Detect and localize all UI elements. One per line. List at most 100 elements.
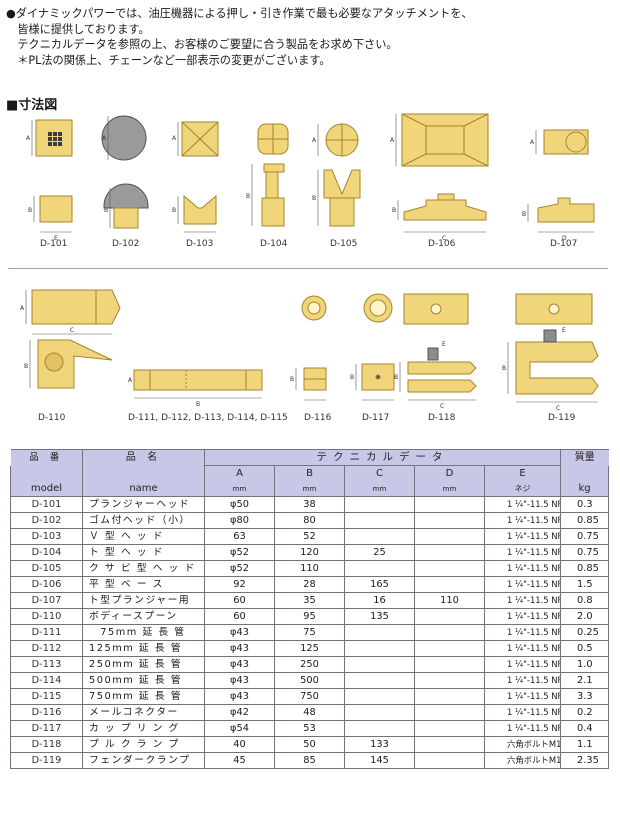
cell-b: 85	[274, 752, 345, 769]
cell-b: 95	[274, 608, 345, 625]
dim-letter: B	[312, 195, 316, 202]
cell-name: ト 型 ヘ ッ ド	[82, 544, 205, 561]
cell-d	[414, 688, 485, 705]
dim-letter: B	[522, 211, 526, 218]
cell-model: D-118	[10, 736, 83, 753]
cell-e: 1 ¼"-11.5 NPT	[483, 656, 562, 673]
part-label-d103: D-103	[186, 239, 214, 249]
cell-a: 60	[204, 592, 275, 609]
cell-e: 1 ¼"-11.5 NPT	[483, 672, 562, 689]
cell-name: 75mm 延 長 管	[82, 624, 205, 641]
cell-name: 250mm 延 長 管	[82, 656, 205, 673]
cell-e: 1 ¼"-11.5 NPT	[483, 704, 562, 721]
dim-letter: A	[128, 377, 133, 384]
header-technical-data: テクニカルデータ	[203, 449, 562, 466]
cell-d	[414, 672, 485, 689]
header-model-jp: 品 番	[10, 449, 83, 466]
cell-b: 28	[274, 576, 345, 593]
cell-a: φ52	[204, 544, 275, 561]
bolt-icon	[543, 329, 557, 343]
d105-wedge	[323, 169, 361, 199]
header-model: model	[10, 481, 83, 497]
part-label-d104: D-104	[260, 239, 288, 249]
cell-e: 1 ¼"-11.5 NPT	[483, 544, 562, 561]
cell-a: φ50	[204, 496, 275, 513]
dim-letter: C	[70, 327, 74, 334]
cell-b: 120	[274, 544, 345, 561]
cell-w: 1.1	[560, 736, 610, 753]
cell-model: D-105	[10, 560, 83, 577]
cell-w: 2.35	[560, 752, 610, 769]
cell-e: 1 ¼"-11.5 NPT	[483, 560, 562, 577]
cell-w: 0.85	[560, 560, 610, 577]
cell-c	[344, 656, 415, 673]
cell-model: D-110	[10, 608, 83, 625]
cell-b: 52	[274, 528, 345, 545]
cell-c: 25	[344, 544, 415, 561]
dim-letter: B	[350, 374, 354, 381]
cell-c	[344, 624, 415, 641]
d101-knurl-icon	[48, 132, 62, 146]
dim-letter: A	[102, 135, 107, 142]
cell-model: D-114	[10, 672, 83, 689]
header-weight-unit: kg	[560, 481, 610, 497]
cell-name: カ ッ プ リ ン グ	[82, 720, 205, 737]
cell-w: 0.3	[560, 496, 610, 513]
header-col-c: C	[344, 465, 415, 481]
cell-w: 0.5	[560, 640, 610, 657]
cell-model: D-119	[10, 752, 83, 769]
header-col-d: D	[414, 465, 485, 481]
dim-letter: A	[390, 137, 395, 144]
part-label-d106: D-106	[428, 239, 456, 249]
header-unit-a: mm	[204, 481, 275, 497]
cell-model: D-106	[10, 576, 83, 593]
header-blank	[10, 465, 83, 481]
cell-c: 145	[344, 752, 415, 769]
d106-side-view	[403, 199, 487, 221]
d118-upper-jaw	[407, 361, 477, 375]
cell-name: Ｖ 型 ヘ ッ ド	[82, 528, 205, 545]
note-line: 皆様に提供しております。	[6, 22, 150, 36]
cell-c	[344, 672, 415, 689]
dim-letter: B	[394, 374, 398, 381]
cell-d	[414, 624, 485, 641]
note-line: ＊PL法の関係上、チェーンなど一部表示の変更がございます。	[6, 53, 331, 67]
dim-letter: C	[442, 235, 446, 242]
cell-name: 750mm 延 長 管	[82, 688, 205, 705]
cell-e: 1 ¼"-11.5 NPT	[483, 512, 562, 529]
d104-base	[261, 197, 285, 227]
part-label-d117: D-117	[362, 413, 390, 423]
cell-model: D-116	[10, 704, 83, 721]
d102-base	[113, 207, 139, 229]
d102-top-view	[101, 115, 147, 161]
cell-d	[414, 576, 485, 593]
header-blank	[82, 465, 205, 481]
cell-a: φ54	[204, 720, 275, 737]
cell-name: プ ル ク ラ ン プ	[82, 736, 205, 753]
cell-a: φ43	[204, 672, 275, 689]
cell-model: D-115	[10, 688, 83, 705]
cell-w: 0.4	[560, 720, 610, 737]
cell-name: ボディースプーン	[82, 608, 205, 625]
cell-b: 110	[274, 560, 345, 577]
cell-name: 125mm 延 長 管	[82, 640, 205, 657]
header-col-e: E	[483, 465, 562, 481]
header-unit-b: mm	[274, 481, 345, 497]
cell-name: ク サ ビ 型 ヘ ッ ド	[82, 560, 205, 577]
dim-letter: B	[290, 376, 294, 383]
extension-tube	[133, 369, 263, 391]
cell-a: 60	[204, 608, 275, 625]
cell-c: 165	[344, 576, 415, 593]
header-col-b: B	[274, 465, 345, 481]
cell-w: 3.3	[560, 688, 610, 705]
cell-d	[414, 528, 485, 545]
cell-model: D-102	[10, 512, 83, 529]
cell-w: 1.0	[560, 656, 610, 673]
cell-b: 750	[274, 688, 345, 705]
